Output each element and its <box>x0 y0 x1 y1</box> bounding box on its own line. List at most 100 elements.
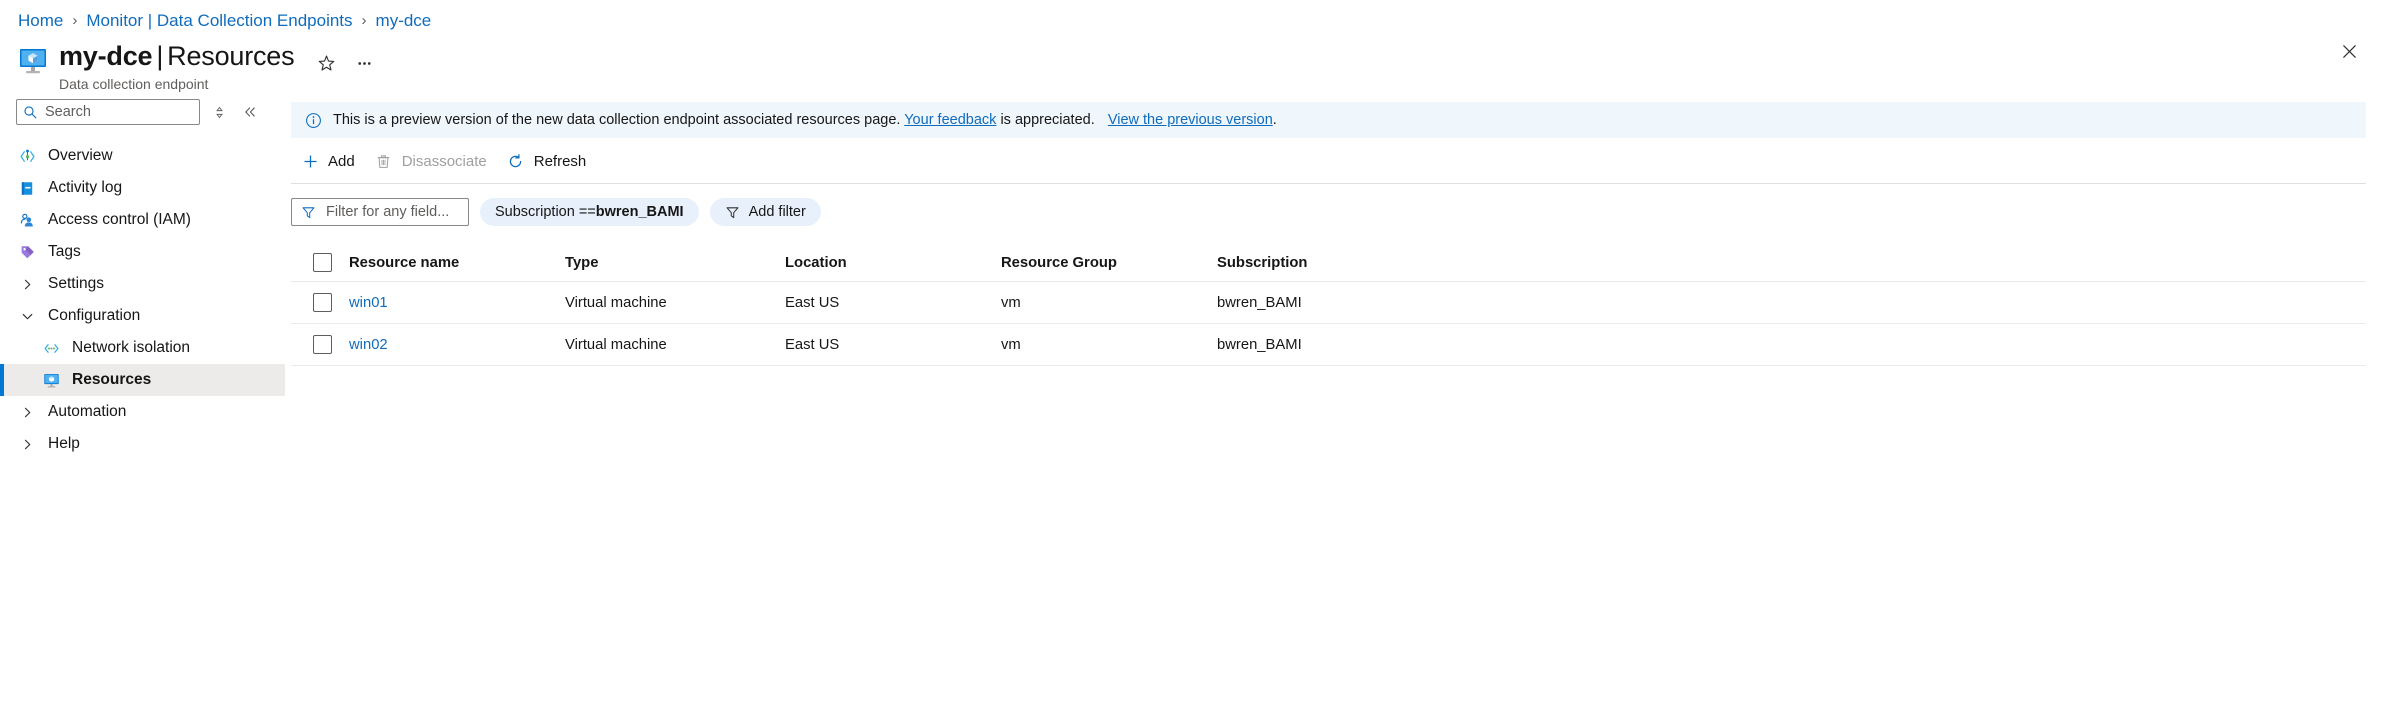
your-feedback-link[interactable]: Your feedback <box>904 112 997 128</box>
banner-text-part2: is appreciated. <box>1000 112 1095 128</box>
table-row[interactable]: win01 Virtual machine East US vm bwren_B… <box>291 282 2366 324</box>
column-header-resource-group[interactable]: Resource Group <box>1001 254 1117 271</box>
subscription-filter-label: Subscription == <box>495 204 596 220</box>
overview-icon <box>18 147 36 165</box>
row-select-cell <box>291 335 349 354</box>
sidebar-item-label: Help <box>48 435 80 452</box>
sidebar-item-label: Activity log <box>48 179 123 196</box>
disassociate-button[interactable]: Disassociate <box>365 146 497 178</box>
add-filter-label: Add filter <box>748 204 806 220</box>
sidebar-item-label: Configuration <box>48 307 141 324</box>
sidebar-item-label: Overview <box>48 147 113 164</box>
field-filter-placeholder: Filter for any field... <box>326 204 450 220</box>
cell-subscription: bwren_BAMI <box>1217 294 1302 311</box>
column-header-resource-name[interactable]: Resource name <box>349 254 460 271</box>
breadcrumb-item-monitor[interactable]: Monitor | Data Collection Endpoints <box>86 10 353 30</box>
sort-icon[interactable] <box>207 100 231 124</box>
search-input[interactable]: Search <box>16 99 200 125</box>
sidebar-item-automation[interactable]: Automation <box>0 396 285 428</box>
double-chevron-left-icon[interactable] <box>238 100 262 124</box>
add-button[interactable]: Add <box>291 146 365 178</box>
subscription-filter-value: bwren_BAMI <box>595 204 684 220</box>
cell-resource-group: vm <box>1001 336 1021 353</box>
table-row[interactable]: win02 Virtual machine East US vm bwren_B… <box>291 324 2366 366</box>
select-all-cell <box>291 253 349 272</box>
cell-resource-name: win02 <box>349 337 565 353</box>
sidebar-nav: Overview Activity log <box>0 140 285 460</box>
funnel-icon <box>725 205 740 220</box>
cell-type: Virtual machine <box>565 294 667 311</box>
breadcrumb-separator: › <box>72 12 78 29</box>
field-filter-input[interactable]: Filter for any field... <box>291 198 469 226</box>
table-header-row: Resource name Type Location Resource Gro… <box>291 244 2366 282</box>
column-header-subscription[interactable]: Subscription <box>1217 254 1308 271</box>
filter-bar: Filter for any field... Subscription == … <box>291 198 2366 226</box>
banner-text-part1: This is a preview version of the new dat… <box>333 112 901 128</box>
page-title: my-dce|Resources <box>59 40 295 73</box>
search-placeholder: Search <box>45 104 91 120</box>
view-previous-version-link[interactable]: View the previous version <box>1107 112 1273 128</box>
row-checkbox[interactable] <box>312 293 332 312</box>
activity-log-icon <box>18 179 36 197</box>
sidebar-item-label: Automation <box>48 403 127 420</box>
info-icon <box>305 112 322 129</box>
page-header: my-dce|Resources Data collection endpoin… <box>0 32 2386 92</box>
page-title-block: my-dce|Resources Data collection endpoin… <box>59 40 295 92</box>
ellipsis-icon[interactable] <box>350 49 378 77</box>
search-icon <box>23 105 38 120</box>
row-checkbox[interactable] <box>312 335 332 354</box>
page-title-section: Resources <box>167 41 295 71</box>
sidebar-item-network-isolation[interactable]: Network isolation <box>0 332 285 364</box>
preview-banner: This is a preview version of the new dat… <box>291 102 2366 138</box>
page-header-actions <box>312 49 378 77</box>
sidebar-item-configuration[interactable]: Configuration <box>0 300 285 332</box>
close-icon[interactable] <box>2334 36 2364 66</box>
sidebar-item-overview[interactable]: Overview <box>0 140 285 172</box>
banner-text-part3: . <box>1272 112 1277 128</box>
cell-type: Virtual machine <box>565 336 667 353</box>
plus-icon <box>301 153 319 171</box>
tags-icon <box>18 243 36 261</box>
breadcrumb-item-home[interactable]: Home <box>18 10 64 30</box>
resources-table: Resource name Type Location Resource Gro… <box>291 244 2366 366</box>
select-all-checkbox[interactable] <box>312 253 332 272</box>
resource-link[interactable]: win02 <box>349 336 388 353</box>
sidebar-item-label: Settings <box>48 275 105 292</box>
breadcrumb-separator: › <box>361 12 367 29</box>
add-filter-button[interactable]: Add filter <box>709 198 821 226</box>
chevron-right-icon <box>18 403 36 421</box>
star-icon[interactable] <box>312 49 340 77</box>
sidebar-item-activity-log[interactable]: Activity log <box>0 172 285 204</box>
sidebar-item-resources[interactable]: Resources <box>0 364 285 396</box>
sidebar-item-label: Tags <box>48 243 81 260</box>
sidebar-item-access-control[interactable]: Access control (IAM) <box>0 204 285 236</box>
sidebar-item-tags[interactable]: Tags <box>0 236 285 268</box>
chevron-right-icon <box>18 435 36 453</box>
sidebar-item-label: Resources <box>72 371 152 388</box>
sidebar-item-label: Network isolation <box>72 339 191 356</box>
sidebar-search-row: Search <box>0 94 285 130</box>
chevron-down-icon <box>18 307 36 325</box>
trash-icon <box>375 153 393 171</box>
sidebar-item-help[interactable]: Help <box>0 428 285 460</box>
sidebar-item-settings[interactable]: Settings <box>0 268 285 300</box>
subscription-filter-pill[interactable]: Subscription == bwren_BAMI <box>480 198 699 226</box>
cell-resource-name: win01 <box>349 295 565 311</box>
column-header-type[interactable]: Type <box>565 254 599 271</box>
resource-link[interactable]: win01 <box>349 294 388 311</box>
page-title-resource: my-dce <box>59 41 153 71</box>
data-collection-endpoint-icon <box>18 46 48 76</box>
add-button-label: Add <box>328 153 355 170</box>
row-select-cell <box>291 293 349 312</box>
page-title-separator: | <box>156 41 164 71</box>
refresh-button-label: Refresh <box>533 153 587 170</box>
breadcrumb: Home › Monitor | Data Collection Endpoin… <box>0 0 2386 32</box>
network-isolation-icon <box>42 339 60 357</box>
resources-icon <box>42 371 60 389</box>
refresh-icon <box>507 153 525 171</box>
breadcrumb-item-my-dce[interactable]: my-dce <box>375 10 432 30</box>
command-toolbar: Add Disassociate <box>291 144 2366 184</box>
sidebar-item-label: Access control (IAM) <box>48 211 191 228</box>
refresh-button[interactable]: Refresh <box>497 146 597 178</box>
column-header-location[interactable]: Location <box>785 254 847 271</box>
